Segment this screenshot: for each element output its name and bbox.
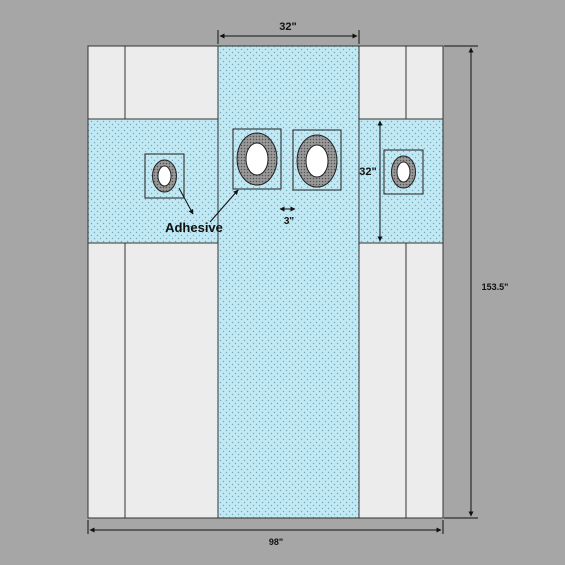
gap-dimension: 3" bbox=[279, 206, 296, 227]
adhesive-callout: Adhesive bbox=[165, 187, 239, 235]
side-height-label: 32" bbox=[359, 166, 376, 178]
gap-label: 3" bbox=[284, 216, 295, 227]
center-right-fenestration bbox=[292, 129, 342, 191]
total-width-label: 98" bbox=[269, 537, 283, 547]
total-width-dimension: 98" bbox=[87, 520, 444, 547]
side-height-dimension: 32" bbox=[359, 120, 383, 242]
total-height-label: 153.5" bbox=[482, 282, 509, 292]
center-strip bbox=[217, 45, 360, 519]
total-height-dimension: 153.5" bbox=[444, 45, 509, 519]
adhesive-label: Adhesive bbox=[165, 220, 223, 235]
right-arm-fenestration bbox=[383, 149, 424, 195]
top-width-dimension: 32" bbox=[217, 21, 360, 44]
left-arm-fenestration bbox=[144, 153, 185, 199]
top-width-label: 32" bbox=[279, 21, 296, 33]
center-left-fenestration bbox=[232, 128, 282, 190]
